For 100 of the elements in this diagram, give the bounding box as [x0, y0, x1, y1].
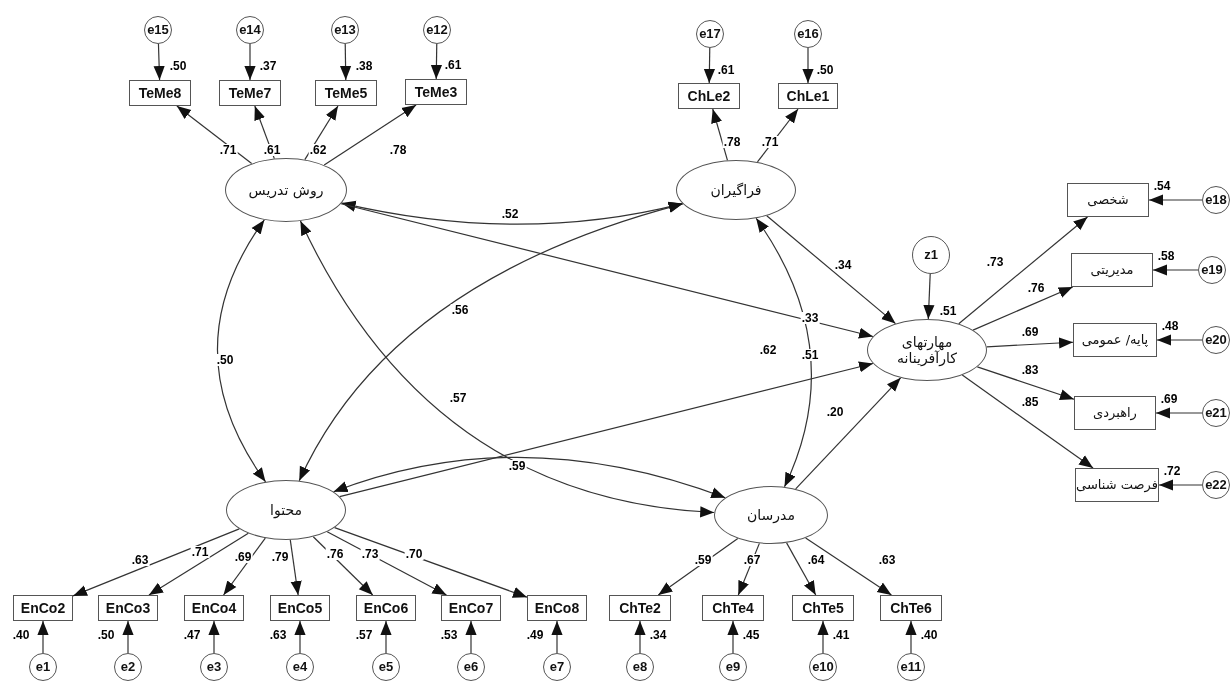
value-label: .48	[1160, 320, 1180, 332]
value-label: .45	[741, 629, 761, 641]
indicator-box: EnCo8	[527, 595, 587, 621]
arrow	[176, 105, 253, 165]
double-headed-arrow	[332, 456, 726, 499]
edge-label: .73	[360, 548, 380, 560]
value-label: .53	[439, 629, 459, 641]
arrow	[634, 620, 646, 654]
edge-label: .71	[218, 144, 238, 156]
indicator-box: EnCo5	[270, 595, 330, 621]
value-label: .57	[354, 629, 374, 641]
value-label: .69	[1159, 393, 1179, 405]
indicator-box: فرصت شناسی	[1075, 468, 1159, 502]
indicator-box: ChTe6	[880, 595, 942, 621]
double-headed-arrow	[755, 217, 812, 488]
error-circle: e11	[897, 653, 925, 681]
edge-label: .59	[507, 460, 527, 472]
error-circle: e7	[543, 653, 571, 681]
error-circle: e3	[200, 653, 228, 681]
arrow	[961, 374, 1094, 469]
arrow	[222, 537, 266, 596]
arrow	[551, 620, 563, 654]
arrow	[153, 43, 165, 81]
indicator-box: مدیریتی	[1071, 253, 1153, 287]
indicator-box: EnCo3	[98, 595, 158, 621]
arrow	[340, 203, 874, 339]
double-headed-arrow	[341, 200, 684, 225]
edge-label: .83	[1020, 364, 1040, 376]
edge-label: .59	[693, 554, 713, 566]
edge-label: .50	[215, 354, 235, 366]
arrow	[254, 105, 275, 160]
arrow	[312, 536, 374, 596]
value-label: .41	[831, 629, 851, 641]
indicator-box: ChLe2	[678, 83, 740, 109]
value-label: .50	[168, 60, 188, 72]
arrow	[289, 539, 302, 596]
value-label: .38	[354, 60, 374, 72]
error-circle: e1	[29, 653, 57, 681]
error-circle: e12	[423, 16, 451, 44]
arrow	[923, 273, 935, 320]
value-label: .58	[1156, 250, 1176, 262]
indicator-box: راهبردی	[1074, 396, 1156, 430]
arrow	[465, 620, 477, 654]
indicator-box: TeMe7	[219, 80, 281, 106]
edge-label: .20	[825, 406, 845, 418]
arrow	[1155, 407, 1203, 419]
error-circle: e10	[809, 653, 837, 681]
indicator-box: TeMe3	[405, 79, 467, 105]
edge-label: .76	[1026, 282, 1046, 294]
double-headed-arrow	[298, 202, 684, 482]
arrow	[737, 542, 760, 596]
value-label: .49	[525, 629, 545, 641]
arrow	[958, 216, 1089, 325]
latent-ellipse: محتوا	[226, 480, 346, 540]
edge-label: .63	[877, 554, 897, 566]
edge-label: .73	[985, 256, 1005, 268]
error-circle: e17	[696, 20, 724, 48]
edge-label: .62	[308, 144, 328, 156]
error-circle: e20	[1202, 326, 1230, 354]
indicator-box: ChLe1	[778, 83, 838, 109]
edge-label: .62	[758, 344, 778, 356]
edge-label: .71	[760, 136, 780, 148]
edge-label: .70	[404, 548, 424, 560]
arrow	[711, 108, 729, 161]
value-label: .40	[919, 629, 939, 641]
arrow	[976, 366, 1075, 401]
edge-label: .79	[270, 551, 290, 563]
arrow	[795, 377, 902, 490]
indicator-box: TeMe5	[315, 80, 377, 106]
arrow	[294, 620, 306, 654]
value-label: .37	[258, 60, 278, 72]
error-circle: e9	[719, 653, 747, 681]
edge-label: .69	[1020, 326, 1040, 338]
value-label: .72	[1162, 465, 1182, 477]
edge-label: .56	[450, 304, 470, 316]
edge-label: .78	[388, 144, 408, 156]
value-label: .54	[1152, 180, 1172, 192]
error-circle: e16	[794, 20, 822, 48]
indicator-box: ChTe4	[702, 595, 764, 621]
edge-label: .78	[722, 136, 742, 148]
arrow	[72, 528, 240, 597]
arrow	[122, 620, 134, 654]
edge-label: .57	[448, 392, 468, 404]
arrow	[380, 620, 392, 654]
indicator-box: ChTe5	[792, 595, 854, 621]
edge-label: .71	[190, 546, 210, 558]
arrow	[786, 542, 817, 596]
value-label: .34	[648, 629, 668, 641]
error-circle: e6	[457, 653, 485, 681]
arrow	[339, 361, 874, 498]
value-label: .47	[182, 629, 202, 641]
arrow	[905, 620, 917, 654]
arrow	[972, 286, 1074, 331]
edge-label: .34	[833, 259, 853, 271]
error-circle: e21	[1202, 399, 1230, 427]
indicator-box: EnCo6	[356, 595, 416, 621]
latent-ellipse: مهارتهای کارآفرینانه	[867, 319, 987, 381]
edge-label: .85	[1020, 396, 1040, 408]
error-circle: e15	[144, 16, 172, 44]
error-circle: e8	[626, 653, 654, 681]
